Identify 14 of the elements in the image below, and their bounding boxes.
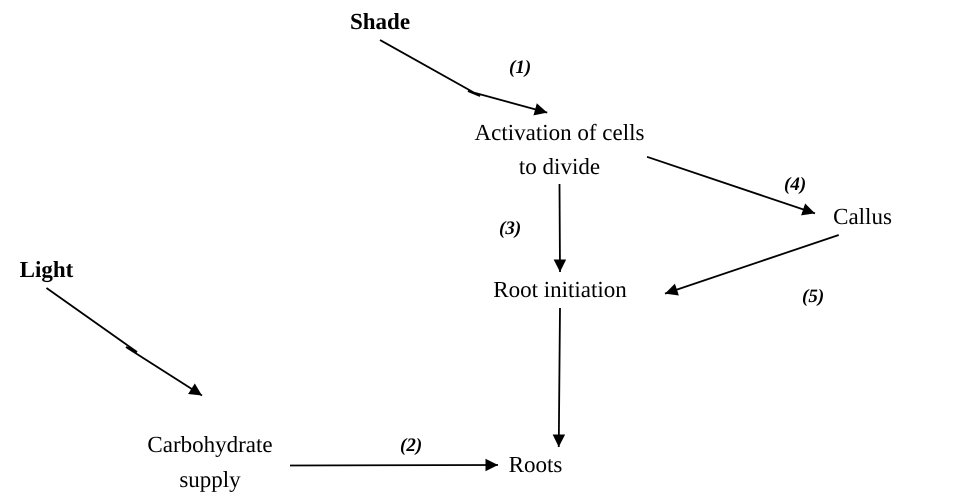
node-label: Root initiation [455, 272, 665, 308]
node-label: Callus [815, 199, 910, 235]
node-label: Shade [330, 4, 430, 40]
node-label: Activation of cells to divide [472, 116, 647, 184]
arrow [290, 458, 498, 472]
arrow [46, 287, 202, 396]
arrow [554, 184, 566, 272]
arrow [646, 156, 816, 216]
node-label: Roots [498, 447, 573, 483]
arrow [380, 39, 548, 116]
arrow [552, 308, 566, 447]
arrow [664, 234, 840, 296]
node-label: Carbohydrate supply [130, 427, 290, 496]
node-label: Light [4, 252, 89, 288]
